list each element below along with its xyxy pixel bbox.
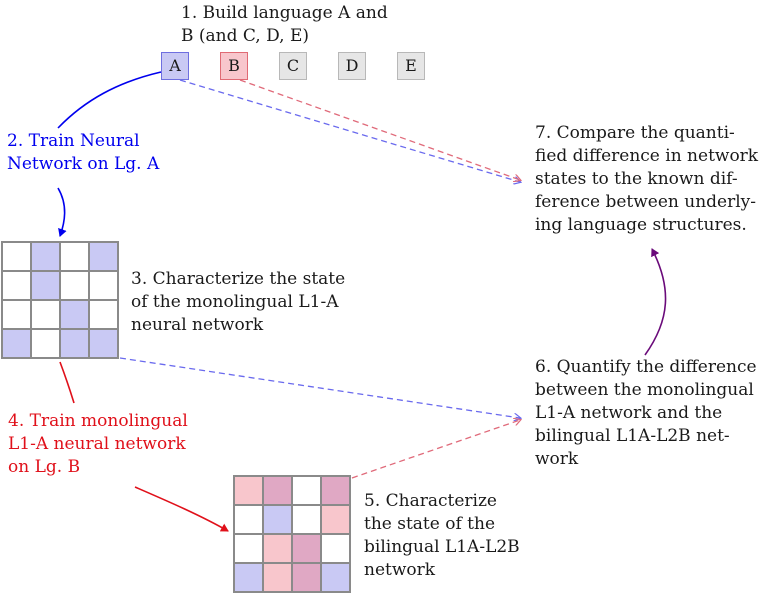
step5-line: network	[364, 560, 436, 580]
dashed-b-to-step7	[239, 79, 520, 180]
grid-cell	[60, 329, 89, 358]
arrow-a-to-step2	[57, 71, 162, 129]
grid-cell	[2, 329, 31, 358]
step6-line: bilingual L1A-L2B net-	[535, 426, 730, 446]
step1-line: B (and C, D, E)	[181, 26, 309, 46]
grid-cell	[321, 476, 350, 505]
grid-cell	[263, 476, 292, 505]
step6-text: 6. Quantify the difference between the m…	[535, 356, 757, 471]
step3-line: 3. Characterize the state	[131, 269, 346, 289]
step7-line: fied difference in network	[535, 146, 759, 166]
step6-line: work	[535, 449, 579, 469]
grid-cell	[263, 505, 292, 534]
step7-line: 7. Compare the quanti-	[535, 123, 735, 143]
step5-line: the state of the	[364, 514, 496, 534]
grid-cell	[263, 563, 292, 592]
language-box-b: B	[220, 52, 248, 80]
step5-line: bilingual L1A-L2B	[364, 537, 520, 557]
arrow-step4-to-bigrid	[134, 486, 229, 532]
step4-line: on Lg. B	[8, 457, 81, 477]
step3-line: of the monolingual L1-A	[131, 292, 339, 312]
grid-cell	[321, 534, 350, 563]
dashed-a-to-step7	[179, 79, 520, 182]
step5-text: 5. Characterize the state of the bilingu…	[364, 490, 520, 582]
grid-cell	[89, 242, 118, 271]
grid-cell	[292, 476, 321, 505]
language-label: C	[286, 56, 300, 75]
language-box-d: D	[338, 52, 366, 80]
dashed-bigrid-to-step6	[351, 420, 520, 479]
grid-cell	[89, 271, 118, 300]
dashed-grid-to-step6	[119, 357, 520, 418]
step5-line: 5. Characterize	[364, 491, 497, 511]
grid-cell	[60, 242, 89, 271]
grid-cell	[2, 242, 31, 271]
bilingual-network-grid	[233, 475, 351, 593]
grid-cell	[292, 534, 321, 563]
language-box-a: A	[161, 52, 189, 80]
language-label: A	[169, 56, 181, 75]
grid-cell	[31, 242, 60, 271]
step7-line: ing language structures.	[535, 215, 747, 235]
grid-cell	[2, 271, 31, 300]
grid-cell	[292, 505, 321, 534]
language-label: E	[405, 56, 417, 75]
step3-line: neural network	[131, 315, 264, 335]
step1-text: 1. Build language A and B (and C, D, E)	[181, 2, 388, 48]
grid-cell	[31, 300, 60, 329]
step4-text: 4. Train monolingual L1-A neural network…	[8, 410, 188, 479]
grid-cell	[234, 563, 263, 592]
step4-line: L1-A neural network	[8, 434, 186, 454]
arrow-step6-to-step7	[644, 248, 667, 356]
language-box-e: E	[397, 52, 425, 80]
step3-text: 3. Characterize the state of the monolin…	[131, 268, 345, 337]
step2-line: Network on Lg. A	[7, 154, 160, 174]
step7-line: states to the known dif-	[535, 169, 738, 189]
grid-cell	[60, 300, 89, 329]
step1-line: 1. Build language A and	[181, 3, 388, 23]
grid-cell	[292, 563, 321, 592]
step4-line: 4. Train monolingual	[8, 411, 188, 431]
step2-text: 2. Train Neural Network on Lg. A	[7, 130, 159, 176]
language-label: D	[345, 56, 359, 75]
step6-line: between the monolingual	[535, 380, 754, 400]
grid-cell	[31, 329, 60, 358]
language-label: B	[228, 56, 240, 75]
grid-cell	[60, 271, 89, 300]
grid-cell	[234, 505, 263, 534]
grid-cell	[89, 300, 118, 329]
step7-line: ference between underly-	[535, 192, 757, 212]
step6-line: 6. Quantify the difference	[535, 357, 757, 377]
language-box-c: C	[279, 52, 307, 80]
grid-cell	[263, 534, 292, 563]
grid-cell	[234, 476, 263, 505]
step7-text: 7. Compare the quanti- fied difference i…	[535, 122, 758, 237]
arrow-step2-to-grid	[57, 187, 67, 237]
grid-cell	[321, 563, 350, 592]
grid-cell	[2, 300, 31, 329]
grid-cell	[234, 534, 263, 563]
arrow-grid-to-step4	[59, 361, 75, 404]
step6-line: L1-A network and the	[535, 403, 723, 423]
grid-cell	[31, 271, 60, 300]
step2-line: 2. Train Neural	[7, 131, 140, 151]
grid-cell	[89, 329, 118, 358]
grid-cell	[321, 505, 350, 534]
monolingual-network-grid	[1, 241, 119, 359]
